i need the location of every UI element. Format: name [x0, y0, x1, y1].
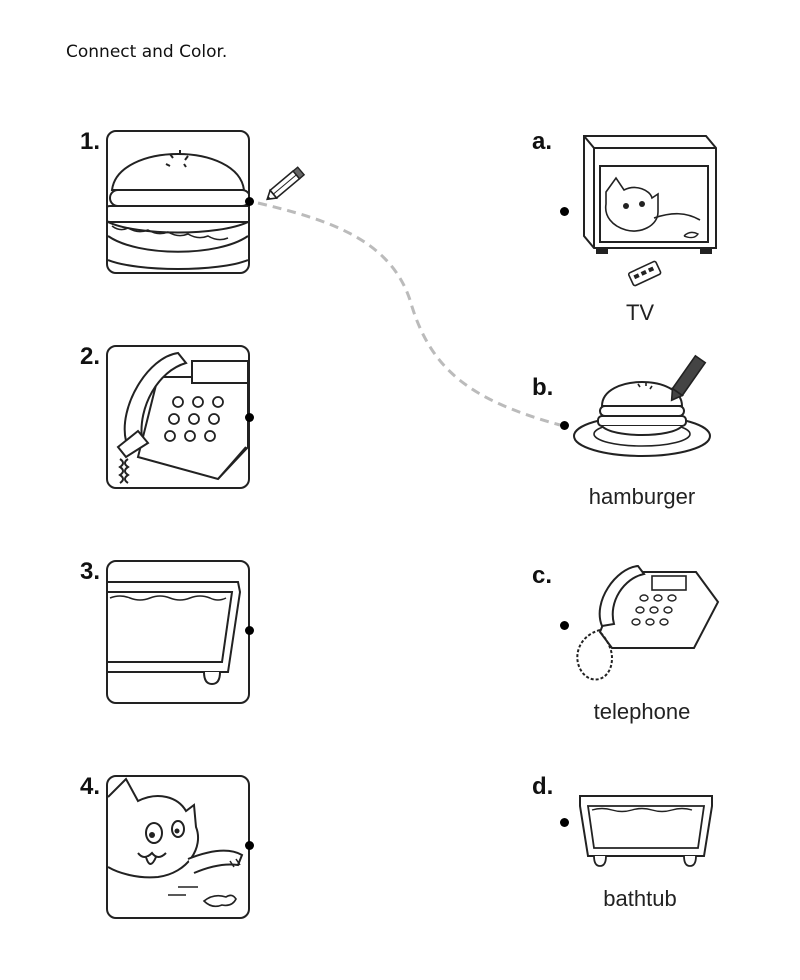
- pencil-icon: [266, 166, 306, 201]
- hamburger-picture: [106, 130, 250, 274]
- hamburger-small-picture: [573, 354, 711, 457]
- connect-dot-d[interactable]: [560, 818, 569, 827]
- telephone-drawing: [116, 351, 248, 484]
- cat-drawing: [108, 777, 244, 908]
- connect-dot-b[interactable]: [560, 421, 569, 430]
- cat-picture: [106, 775, 250, 919]
- connect-dot-a[interactable]: [560, 207, 569, 216]
- connect-dot-c[interactable]: [560, 621, 569, 630]
- item-number-1: 1.: [80, 128, 101, 155]
- item-number-3: 3.: [80, 558, 101, 585]
- crayon-icon: [670, 354, 707, 402]
- telephone-picture: [106, 345, 250, 489]
- connect-dot-2[interactable]: [245, 413, 254, 422]
- item-letter-c: c.: [532, 562, 553, 589]
- connect-dot-3[interactable]: [245, 626, 254, 635]
- word-telephone: telephone: [593, 699, 691, 724]
- word-hamburger: hamburger: [588, 484, 696, 509]
- item-number-4: 4.: [80, 773, 101, 800]
- item-letter-d: d.: [532, 773, 554, 800]
- telephone-small-picture: [576, 564, 720, 681]
- item-letter-a: a.: [532, 128, 553, 155]
- hamburger-drawing: [108, 150, 248, 270]
- bathtub-picture: [106, 560, 250, 704]
- instruction-title: Connect and Color.: [66, 42, 228, 62]
- bathtub-small-picture: [579, 795, 713, 867]
- item-letter-b: b.: [532, 374, 554, 401]
- item-number-2: 2.: [80, 343, 101, 370]
- connect-dot-1[interactable]: [245, 197, 254, 206]
- word-bathtub: bathtub: [603, 886, 677, 911]
- tv-picture: [583, 135, 717, 287]
- bathtub-drawing: [108, 581, 242, 686]
- connect-dot-4[interactable]: [245, 841, 254, 850]
- word-tv: TV: [625, 300, 655, 325]
